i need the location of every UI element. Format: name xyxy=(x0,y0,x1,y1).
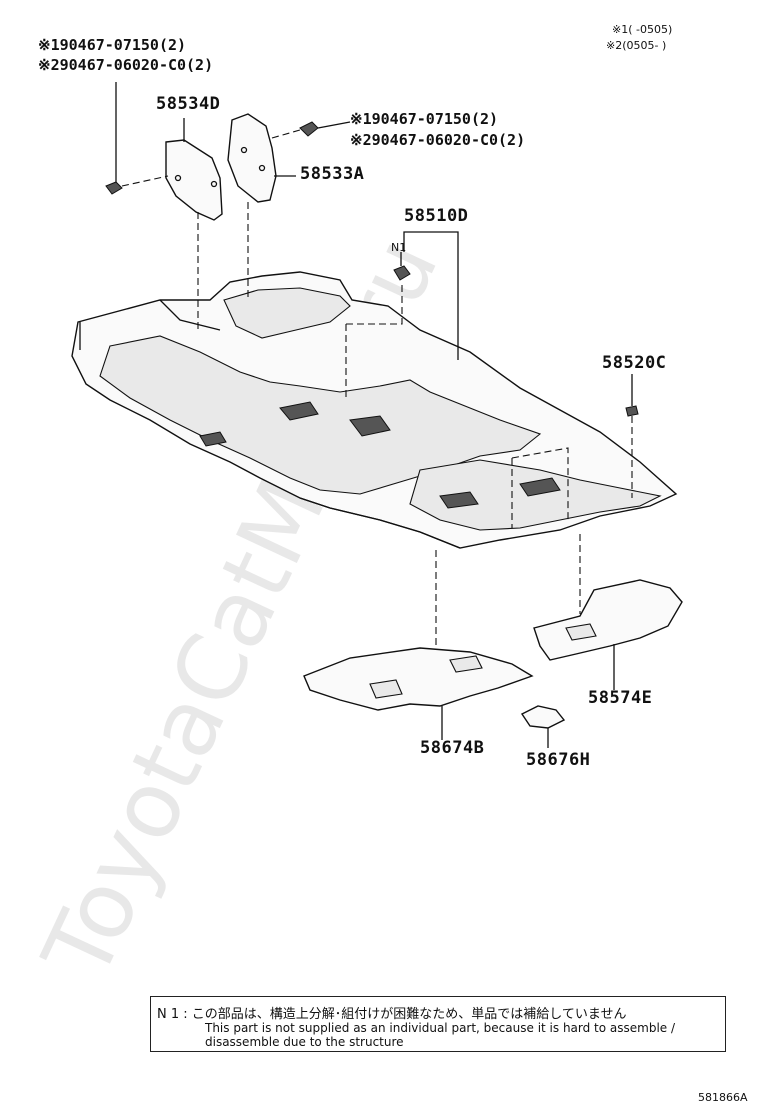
panel-58674B xyxy=(303,647,534,740)
note-box: N 1 : この部品は、構造上分解･組付けが困難なため、単品では補給していません… xyxy=(150,996,726,1052)
leader-lines xyxy=(403,231,459,360)
part-58676H-label: 58676H xyxy=(526,750,591,770)
screw-58520C xyxy=(625,374,639,417)
pad-58676H xyxy=(520,705,566,748)
header-note-1: ※1( -0505) xyxy=(612,23,673,36)
part-58574E-label: 58574E xyxy=(588,688,653,708)
note-line-english-2: disassemble due to the structure xyxy=(205,1035,404,1049)
ref-mid-right-2: ※290467-06020-C0(2) xyxy=(350,131,526,149)
part-58510D-label: 58510D xyxy=(404,206,469,226)
ref-mid-right-1: ※190467-07150(2) xyxy=(350,110,499,128)
note-line-japanese: N 1 : この部品は、構造上分解･組付けが困難なため、単品では補給していません xyxy=(157,1007,627,1022)
dashed-guides xyxy=(197,202,633,648)
part-58674B-label: 58674B xyxy=(420,738,485,758)
floor-silencer-58510D xyxy=(71,271,678,549)
clip-n1 xyxy=(393,252,411,281)
note-line-english-1: This part is not supplied as an individu… xyxy=(205,1021,676,1035)
header-note-2: ※2(0505- ) xyxy=(606,39,667,52)
panel-58574E xyxy=(533,579,683,690)
part-58520C-label: 58520C xyxy=(602,353,667,373)
n1-label: N1 xyxy=(391,241,407,254)
part-58533A-label: 58533A xyxy=(300,164,365,184)
ref-top-left-2: ※290467-06020-C0(2) xyxy=(38,56,214,74)
figure-id: 581866A xyxy=(698,1091,748,1104)
clip-fasteners-top xyxy=(105,82,351,195)
ref-top-left-1: ※190467-07150(2) xyxy=(38,36,187,54)
bracket-58533A xyxy=(227,113,296,203)
part-58534D-label: 58534D xyxy=(156,94,221,114)
bracket-58534D xyxy=(165,118,223,221)
